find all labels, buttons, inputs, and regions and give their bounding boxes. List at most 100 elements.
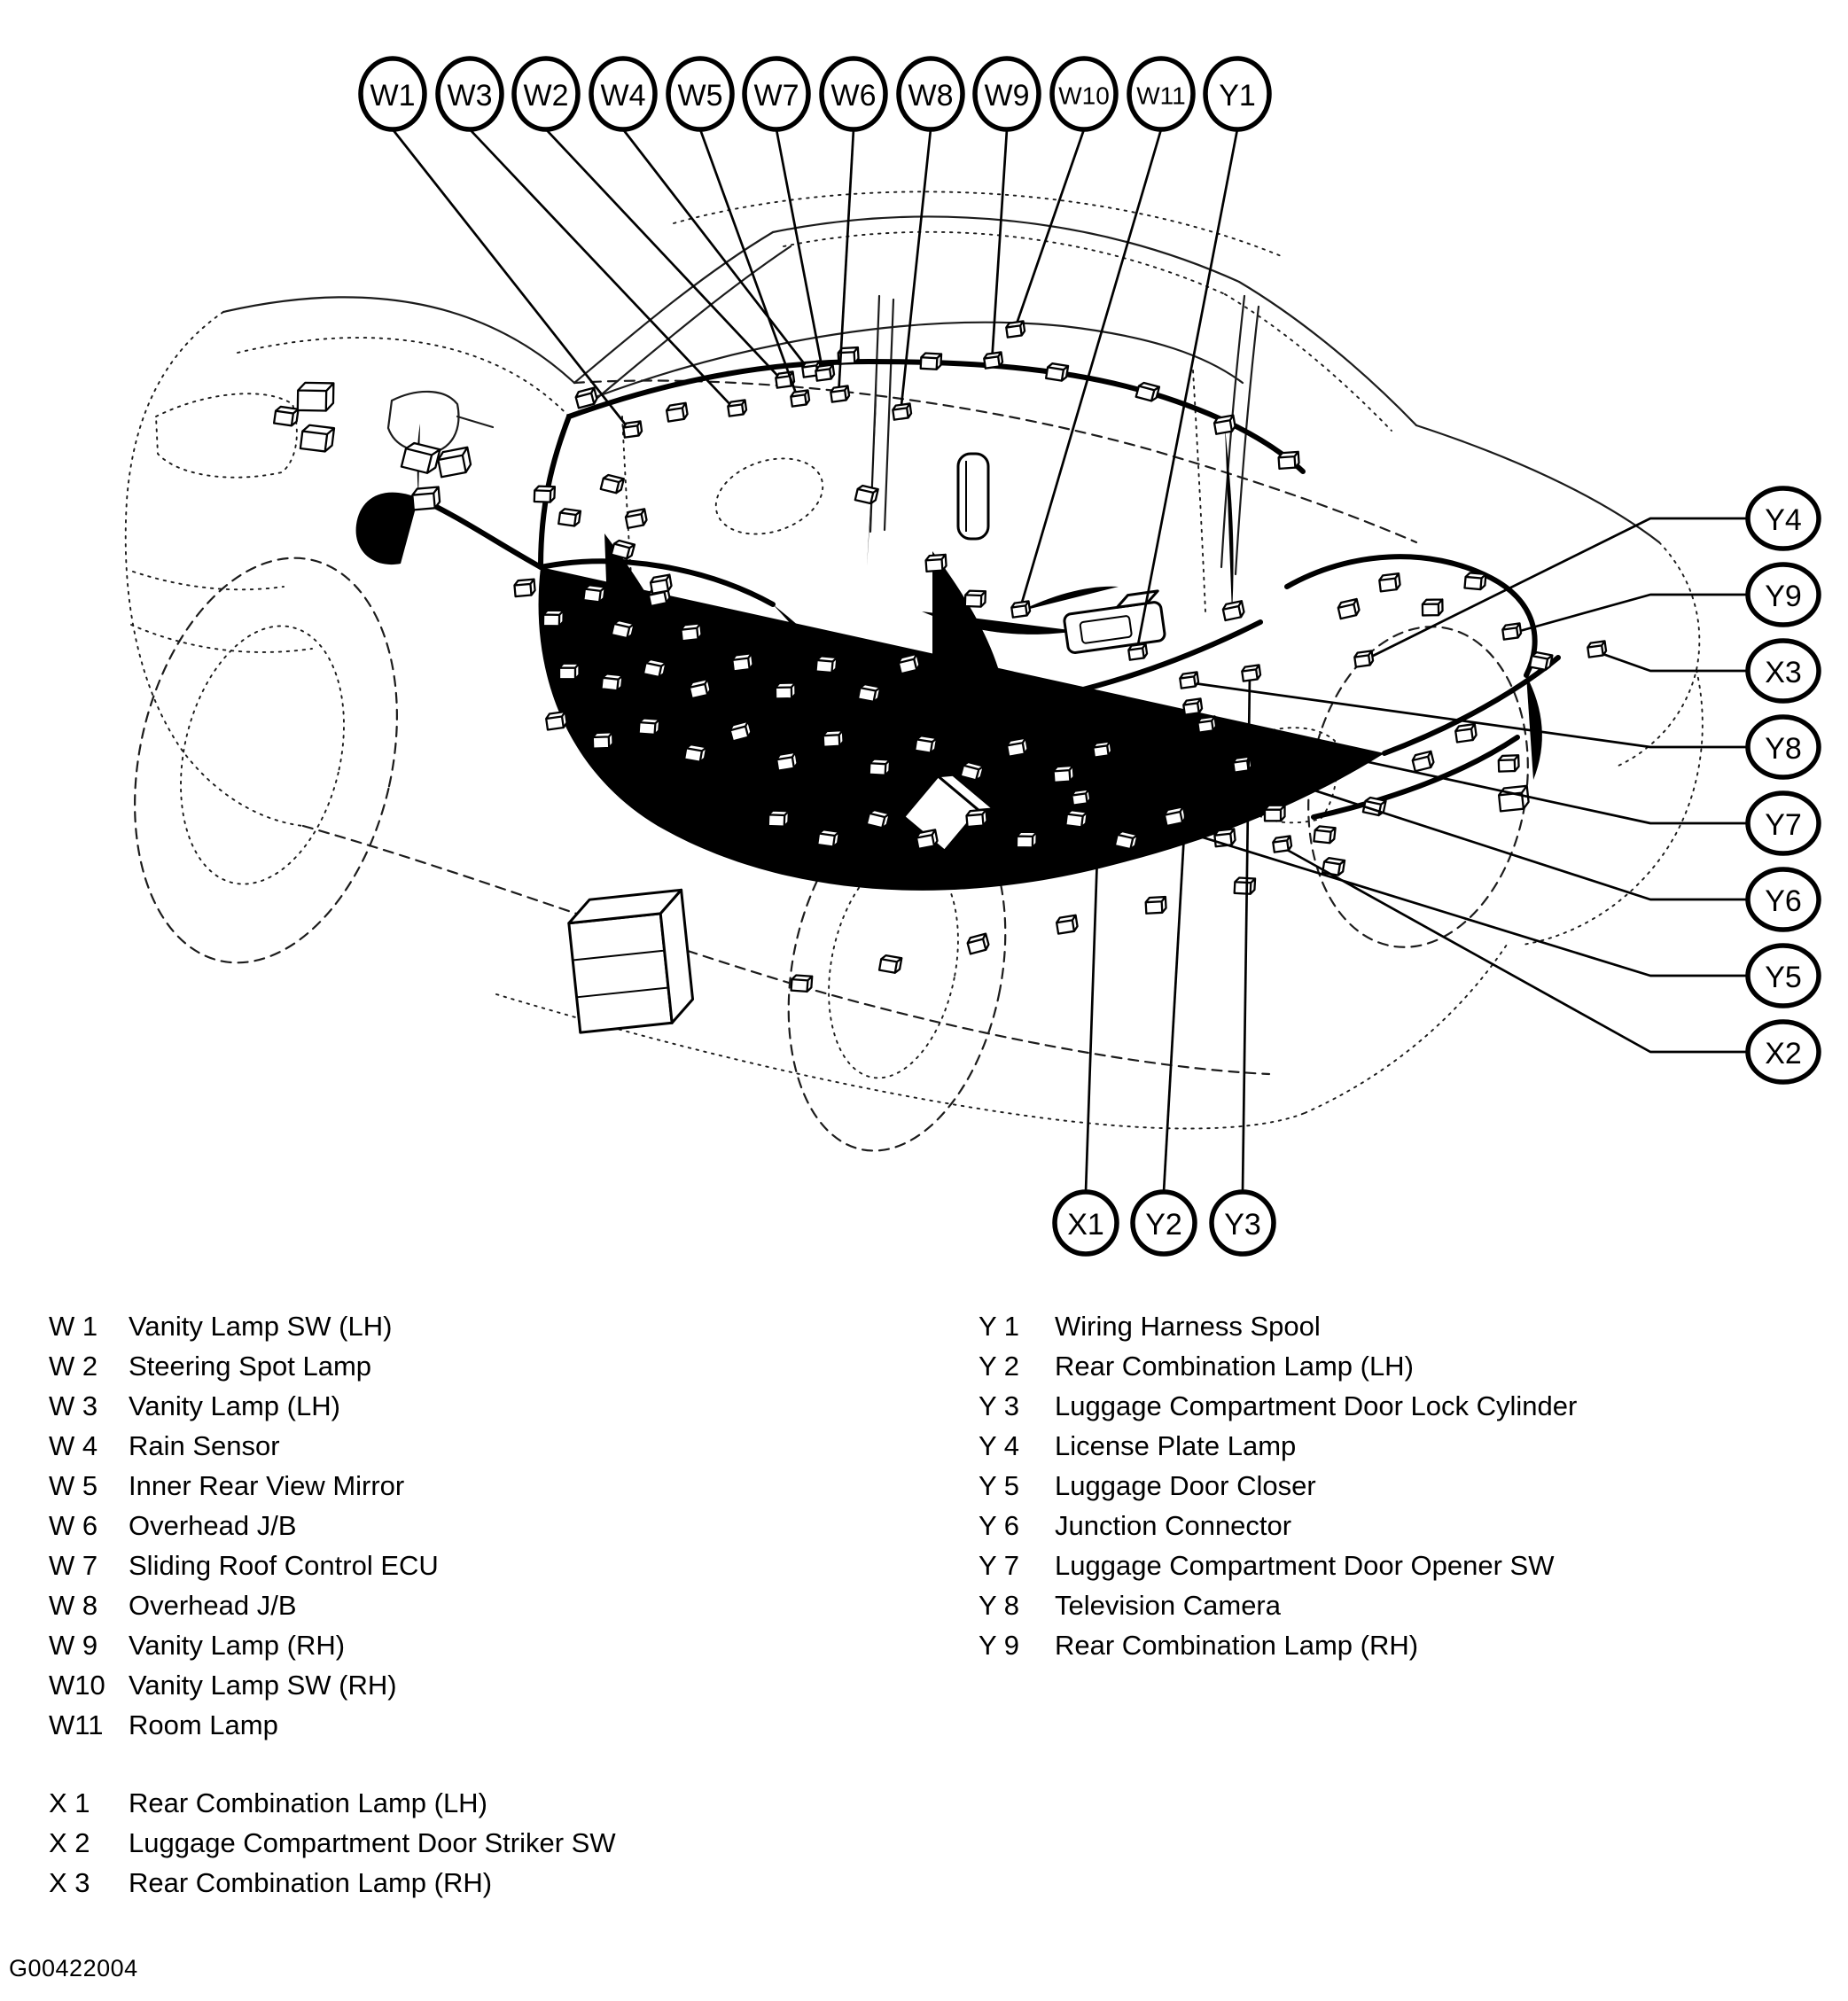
leader-line-W7 — [775, 128, 825, 376]
connector-cube — [1411, 750, 1435, 773]
connector-cube — [1055, 914, 1079, 935]
connector-cube — [1015, 830, 1038, 849]
callout-circle-Y9 — [1745, 562, 1821, 627]
connector-cube — [774, 681, 797, 700]
connector-cube — [296, 381, 335, 412]
legend-item-code: W 5 — [49, 1470, 98, 1501]
legend-item-description: Sliding Roof Control ECU — [129, 1550, 439, 1581]
callout-W4: W4 — [589, 56, 658, 132]
connector-cube — [1005, 736, 1029, 758]
connector-cube — [1144, 895, 1167, 915]
front-wheel — [134, 557, 398, 964]
legend-item-code: Y 7 — [979, 1550, 1019, 1581]
legend-item-code: Y 5 — [979, 1470, 1019, 1501]
connector-cube — [610, 619, 635, 640]
callout-W7: W7 — [742, 56, 811, 132]
legend-item-code: Y 4 — [979, 1430, 1019, 1461]
connector-cube — [558, 508, 582, 527]
legend-item-description: Television Camera — [1055, 1590, 1281, 1621]
leader-line-W8 — [899, 128, 932, 415]
connector-cube — [856, 682, 882, 704]
connector-cube — [688, 677, 712, 700]
connector-cube — [790, 974, 814, 993]
leader-endpoint-Y8 — [1179, 671, 1200, 689]
connector-cube — [915, 829, 939, 851]
connector-cube — [682, 743, 708, 763]
callout-X3: X3 — [1745, 638, 1821, 704]
connector-cube — [868, 758, 892, 776]
callout-label-Y5: Y5 — [1765, 961, 1802, 994]
legend-item-description: Rear Combination Lamp (LH) — [1055, 1351, 1414, 1382]
connector-cube — [624, 508, 648, 530]
legend-item-description: Rear Combination Lamp (LH) — [129, 1787, 487, 1818]
connector-cube — [649, 573, 673, 595]
leader-line-Y7 — [1205, 725, 1748, 825]
legend-item-description: Steering Spot Lamp — [129, 1351, 372, 1382]
connector-cube — [411, 486, 441, 511]
callout-W11: W11 — [1127, 56, 1196, 132]
callout-label-X1: X1 — [1067, 1208, 1104, 1242]
callout-label-W10: W10 — [1058, 82, 1110, 110]
callout-label-W5: W5 — [678, 79, 723, 113]
connector-cube — [1528, 650, 1554, 672]
connector-cube — [1163, 806, 1187, 828]
connector-cube — [610, 539, 636, 560]
wiring-harness-spool-box — [1063, 589, 1166, 654]
leader-line-Y9 — [1509, 593, 1748, 635]
callout-circle-Y5 — [1745, 943, 1821, 1008]
callout-Y1: Y1 — [1203, 56, 1272, 132]
callout-label-Y7: Y7 — [1765, 808, 1802, 842]
legend-item-code: W 9 — [49, 1630, 98, 1661]
legend-item-description: Vanity Lamp SW (RH) — [129, 1670, 397, 1701]
connector-cube — [1113, 829, 1139, 851]
figure-code: G00422004 — [9, 1955, 138, 1982]
connector-cube — [965, 808, 988, 829]
connector-cube — [591, 731, 614, 750]
callout-label-Y3: Y3 — [1224, 1208, 1261, 1242]
legend-item-W7: W 7 Sliding Roof Control ECU — [49, 1546, 439, 1585]
legend-item-code: W 1 — [49, 1311, 98, 1342]
connector-cubes — [272, 346, 1554, 993]
connector-cube — [1064, 809, 1088, 829]
leader-line-X2 — [1280, 845, 1748, 1054]
connector-cube — [558, 662, 581, 681]
legend-item-code: Y 1 — [979, 1311, 1019, 1342]
callout-circle-W11 — [1127, 56, 1196, 132]
legend-item-description: Overhead J/B — [129, 1510, 297, 1541]
callout-circle-Y3 — [1209, 1189, 1276, 1257]
connector-cube — [665, 401, 689, 423]
callout-label-W4: W4 — [601, 79, 646, 113]
leader-line-X3 — [1595, 650, 1748, 673]
leader-line-W1 — [391, 128, 633, 432]
legend-item-code: Y 9 — [979, 1630, 1019, 1661]
capsule-component — [956, 452, 990, 541]
callout-circle-Y4 — [1745, 486, 1821, 551]
connector-cube — [1221, 600, 1245, 622]
legend-item-description: License Plate Lamp — [1055, 1430, 1297, 1461]
callout-Y4: Y4 — [1745, 486, 1821, 551]
connector-cube — [600, 673, 624, 692]
legend-item-description: Vanity Lamp (RH) — [129, 1630, 346, 1661]
leader-line-W4 — [621, 128, 812, 372]
leader-line-W9 — [990, 128, 1009, 363]
leader-line-W2 — [545, 128, 784, 383]
connector-cube — [913, 735, 939, 754]
callout-Y3: Y3 — [1209, 1189, 1276, 1257]
leader-line-Y8 — [1187, 681, 1748, 749]
legend-item-code: W 7 — [49, 1550, 98, 1581]
connector-cube — [599, 473, 625, 494]
callout-label-Y1: Y1 — [1219, 79, 1256, 113]
callout-label-W8: W8 — [908, 79, 954, 113]
leader-endpoint-W11 — [1010, 600, 1032, 619]
callout-W9: W9 — [972, 56, 1041, 132]
callout-circle-Y1 — [1203, 56, 1272, 132]
legend-item-code: W 4 — [49, 1430, 98, 1461]
legend-item-code: X 3 — [49, 1867, 90, 1898]
